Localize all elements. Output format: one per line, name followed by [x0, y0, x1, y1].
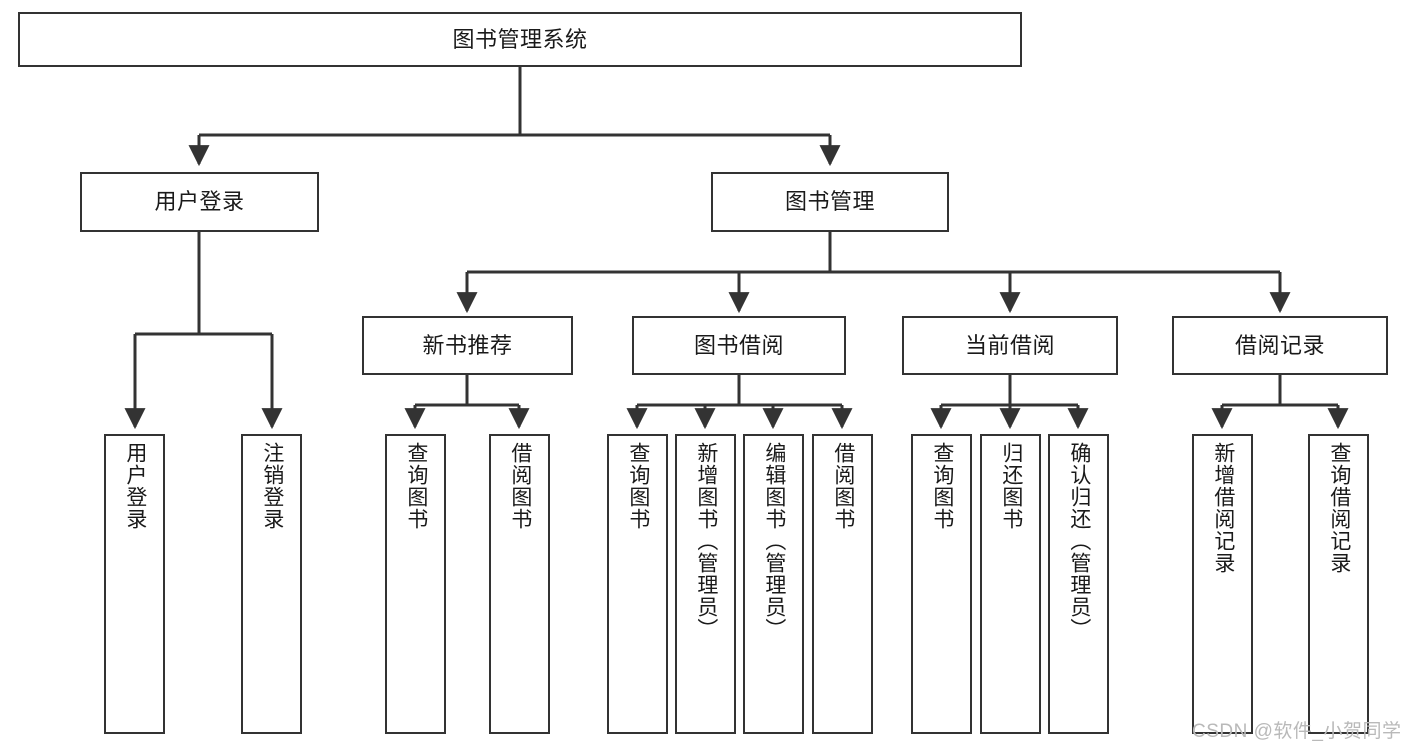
node-new-book-recommend[interactable]: 新书推荐 [362, 316, 573, 375]
node-label: 当前借阅 [964, 332, 1055, 358]
node-label: 注销登录 [260, 442, 284, 530]
node-leaf-user-login[interactable]: 用户登录 [104, 434, 165, 734]
node-label: 查询图书 [626, 442, 650, 530]
node-borrow-record[interactable]: 借阅记录 [1172, 316, 1388, 375]
node-label: 新增借阅记录 [1211, 442, 1235, 574]
node-label: 新增图书（管理员） [694, 442, 718, 640]
node-leaf-query-book-1[interactable]: 查询图书 [385, 434, 446, 734]
node-label: 借阅图书 [831, 442, 855, 530]
node-label: 查询图书 [404, 442, 428, 530]
node-leaf-borrow-book-1[interactable]: 借阅图书 [489, 434, 550, 734]
node-book-management[interactable]: 图书管理 [711, 172, 949, 232]
node-leaf-confirm-return[interactable]: 确认归还（管理员） [1048, 434, 1109, 734]
node-leaf-query-book-3[interactable]: 查询图书 [911, 434, 972, 734]
node-label: 图书管理 [784, 189, 875, 215]
node-leaf-user-logout[interactable]: 注销登录 [241, 434, 302, 734]
node-label: 新书推荐 [422, 332, 513, 358]
node-leaf-add-record[interactable]: 新增借阅记录 [1192, 434, 1253, 734]
node-user-login[interactable]: 用户登录 [80, 172, 319, 232]
node-leaf-query-book-2[interactable]: 查询图书 [607, 434, 668, 734]
node-leaf-query-record[interactable]: 查询借阅记录 [1308, 434, 1369, 734]
node-label: 借阅记录 [1234, 332, 1325, 358]
node-book-borrow[interactable]: 图书借阅 [632, 316, 846, 375]
node-root-system[interactable]: 图书管理系统 [18, 12, 1022, 67]
node-label: 图书管理系统 [452, 26, 588, 52]
node-label: 图书借阅 [693, 332, 784, 358]
watermark-text: CSDN @软件_小贺同学 [1192, 721, 1402, 742]
node-label: 用户登录 [123, 442, 147, 530]
node-label: 确认归还（管理员） [1067, 442, 1091, 640]
node-leaf-borrow-book-2[interactable]: 借阅图书 [812, 434, 873, 734]
node-label: 查询图书 [930, 442, 954, 530]
node-label: 借阅图书 [508, 442, 532, 530]
node-leaf-add-book[interactable]: 新增图书（管理员） [675, 434, 736, 734]
node-label: 归还图书 [999, 442, 1023, 530]
node-label: 编辑图书（管理员） [762, 442, 786, 640]
node-current-borrow[interactable]: 当前借阅 [902, 316, 1118, 375]
node-label: 用户登录 [154, 189, 245, 215]
node-leaf-return-book[interactable]: 归还图书 [980, 434, 1041, 734]
node-leaf-edit-book[interactable]: 编辑图书（管理员） [743, 434, 804, 734]
node-label: 查询借阅记录 [1327, 442, 1351, 574]
